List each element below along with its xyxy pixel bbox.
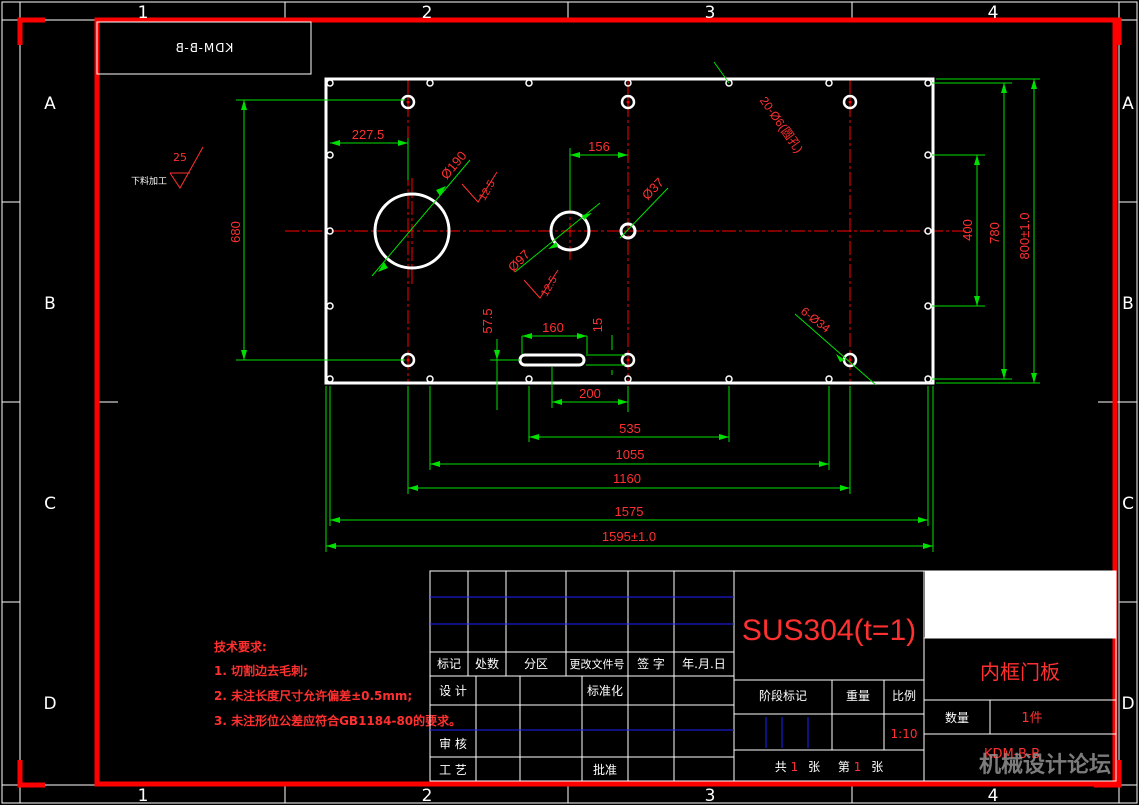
- grid-top-4: 4: [988, 3, 999, 23]
- stage-mark-label: 阶段标记: [759, 688, 807, 703]
- center-lines: [285, 80, 970, 385]
- hole-190: [373, 192, 451, 270]
- dim-57: 57.5: [480, 308, 495, 333]
- dim-1160: 1160: [613, 471, 641, 486]
- holes-6: [326, 79, 932, 383]
- dimension-arrows: [241, 79, 1037, 549]
- dim-156: 156: [588, 139, 610, 154]
- technical-notes: 技术要求: 1. 切割边去毛刺; 2. 未注长度尺寸允许偏差±0.5mm; 3.…: [214, 639, 461, 728]
- drawing-border: [94, 17, 1118, 787]
- hole-34: [620, 352, 636, 368]
- part-name: 内框门板: [980, 660, 1060, 684]
- grid-right-d: D: [1121, 694, 1134, 714]
- dim-535: 535: [619, 421, 641, 436]
- dim-400: 400: [960, 219, 975, 241]
- grid-right-c: C: [1122, 494, 1134, 514]
- hole-97: [549, 210, 591, 252]
- note-item: 2. 未注长度尺寸允许偏差±0.5mm;: [214, 688, 412, 703]
- dimension-lines: [236, 61, 1040, 552]
- surface-finish-note: 下料加工: [131, 175, 167, 187]
- note-item: 1. 切割边去毛刺;: [214, 663, 308, 678]
- hdr-doc: 更改文件号: [570, 657, 625, 671]
- hdr-zone: 分区: [524, 657, 548, 671]
- grid-bottom-1: 1: [138, 786, 149, 805]
- white-panel: [925, 571, 1116, 638]
- code-box-text: KDM-B-B: [175, 41, 234, 55]
- sheets-total-a: 共: [775, 760, 787, 774]
- sheets-total-b: 张: [808, 760, 820, 774]
- grid-labels: 1 2 3 4 1 2 3 4 A B C D A B C D: [43, 3, 1134, 805]
- watermark: 机械设计论坛: [979, 752, 1111, 778]
- code-box: KDM-B-B: [96, 21, 312, 75]
- quantity-label: 数量: [945, 710, 969, 725]
- surface-finish-symbol: 25 下料加工: [131, 146, 204, 189]
- grid-right-a: A: [1122, 94, 1134, 114]
- sheets-line: 共 1 张 第 1 张: [775, 760, 883, 774]
- dim-1575: 1575: [615, 504, 644, 519]
- dim-1055: 1055: [616, 447, 645, 462]
- dim-160: 160: [542, 320, 564, 335]
- process-label: 工 艺: [439, 763, 467, 777]
- sheet-no-a: 第: [838, 760, 850, 774]
- weight-label: 重量: [846, 689, 870, 703]
- review-label: 审 核: [439, 736, 467, 751]
- note-item: 3. 未注形位公差应符合GB1184-80的要求。: [214, 713, 461, 728]
- grid-top-1: 1: [138, 3, 149, 23]
- grid-left-b: B: [44, 294, 56, 314]
- sheet-no-n: 1: [854, 760, 862, 774]
- sheet-no-b: 张: [871, 760, 883, 774]
- grid-top-3: 3: [705, 3, 716, 23]
- sheets-total-n: 1: [791, 760, 799, 774]
- notes-title: 技术要求:: [214, 639, 267, 654]
- hole-34: [620, 94, 636, 110]
- design-label: 设 计: [439, 684, 467, 698]
- roughness-symbols: [461, 171, 559, 299]
- grid-bottom-3: 3: [705, 786, 716, 805]
- quantity-value: 1件: [1021, 711, 1042, 726]
- grid-left-c: C: [44, 494, 56, 514]
- dim-680: 680: [228, 221, 243, 243]
- hdr-count: 处数: [475, 656, 499, 671]
- dim-1595: 1595±1.0: [602, 529, 656, 544]
- grid-bottom-4: 4: [988, 786, 999, 805]
- grid-right-b: B: [1122, 294, 1134, 314]
- scale-value: 1:10: [891, 727, 918, 741]
- corner-marks: [17, 17, 1122, 788]
- grid-left-d: D: [43, 694, 56, 714]
- standardize-label: 标准化: [587, 684, 623, 698]
- grid-top-2: 2: [422, 3, 433, 23]
- dim-780: 780: [987, 222, 1002, 244]
- dim-800: 800±1.0: [1017, 213, 1032, 260]
- grid-bottom-2: 2: [422, 786, 433, 805]
- hole-34: [842, 94, 858, 110]
- hdr-sign: 签 字: [637, 656, 665, 671]
- plate-outline: [324, 77, 935, 385]
- hdr-mark: 标记: [437, 657, 461, 671]
- dim-227: 227.5: [352, 127, 385, 142]
- material: SUS304(t=1): [742, 614, 916, 647]
- hdr-date: 年.月.日: [682, 657, 726, 671]
- hole-34: [400, 94, 416, 110]
- surface-finish-value: 25: [173, 151, 187, 164]
- part-code: KDM-B-B: [984, 747, 1040, 762]
- holes-34-dots: [406, 100, 852, 362]
- grid-left-a: A: [44, 94, 56, 114]
- dim-200: 200: [579, 386, 601, 401]
- hole-37: [619, 222, 637, 240]
- scale-label: 比例: [892, 689, 916, 703]
- approve-label: 批准: [593, 762, 617, 777]
- title-block: SUS304(t=1) 内框门板 标记 处数 分区 更改文件号 签 字 年.月.…: [429, 570, 1117, 782]
- dim-15: 15: [590, 318, 605, 332]
